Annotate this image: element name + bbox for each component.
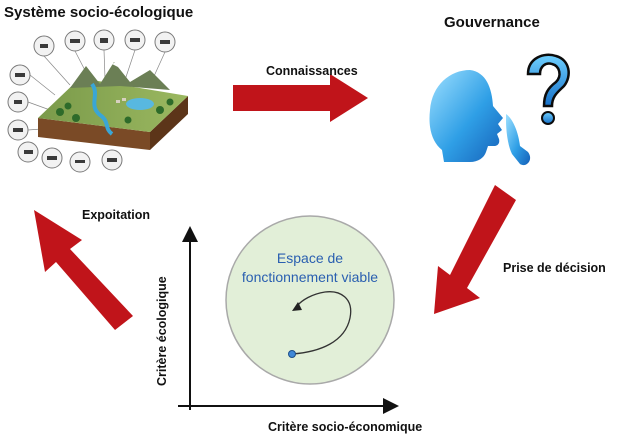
decision-label: Prise de décision bbox=[503, 261, 606, 275]
x-axis-label: Critère socio-économique bbox=[268, 420, 423, 434]
trajectory-arrowhead bbox=[292, 302, 302, 311]
exploitation-label: Expoitation bbox=[82, 208, 151, 222]
trajectory-start-point bbox=[288, 350, 296, 358]
trajectory-curve bbox=[291, 291, 352, 355]
governance-title: Gouvernance bbox=[444, 14, 540, 31]
knowledge-label: Connaissances bbox=[266, 64, 358, 78]
y-axis-label: Critère écologique bbox=[155, 276, 169, 386]
viable-space-label: Espace de fonctionnement viable bbox=[240, 249, 380, 287]
question-mark-icon bbox=[526, 53, 570, 125]
decision-arrow bbox=[434, 185, 516, 314]
knowledge-arrow bbox=[233, 74, 368, 122]
thinking-head-icon bbox=[429, 70, 531, 166]
viable-space-label-line1: Espace de bbox=[276, 250, 344, 266]
ecosystem-block-illustration bbox=[7, 29, 188, 173]
ecosystem-title: Système socio-écologique bbox=[4, 4, 194, 21]
viable-space-circle bbox=[225, 215, 395, 385]
exploitation-arrow bbox=[34, 210, 133, 330]
viable-space-label-line2: fonctionnement viable bbox=[241, 269, 379, 285]
